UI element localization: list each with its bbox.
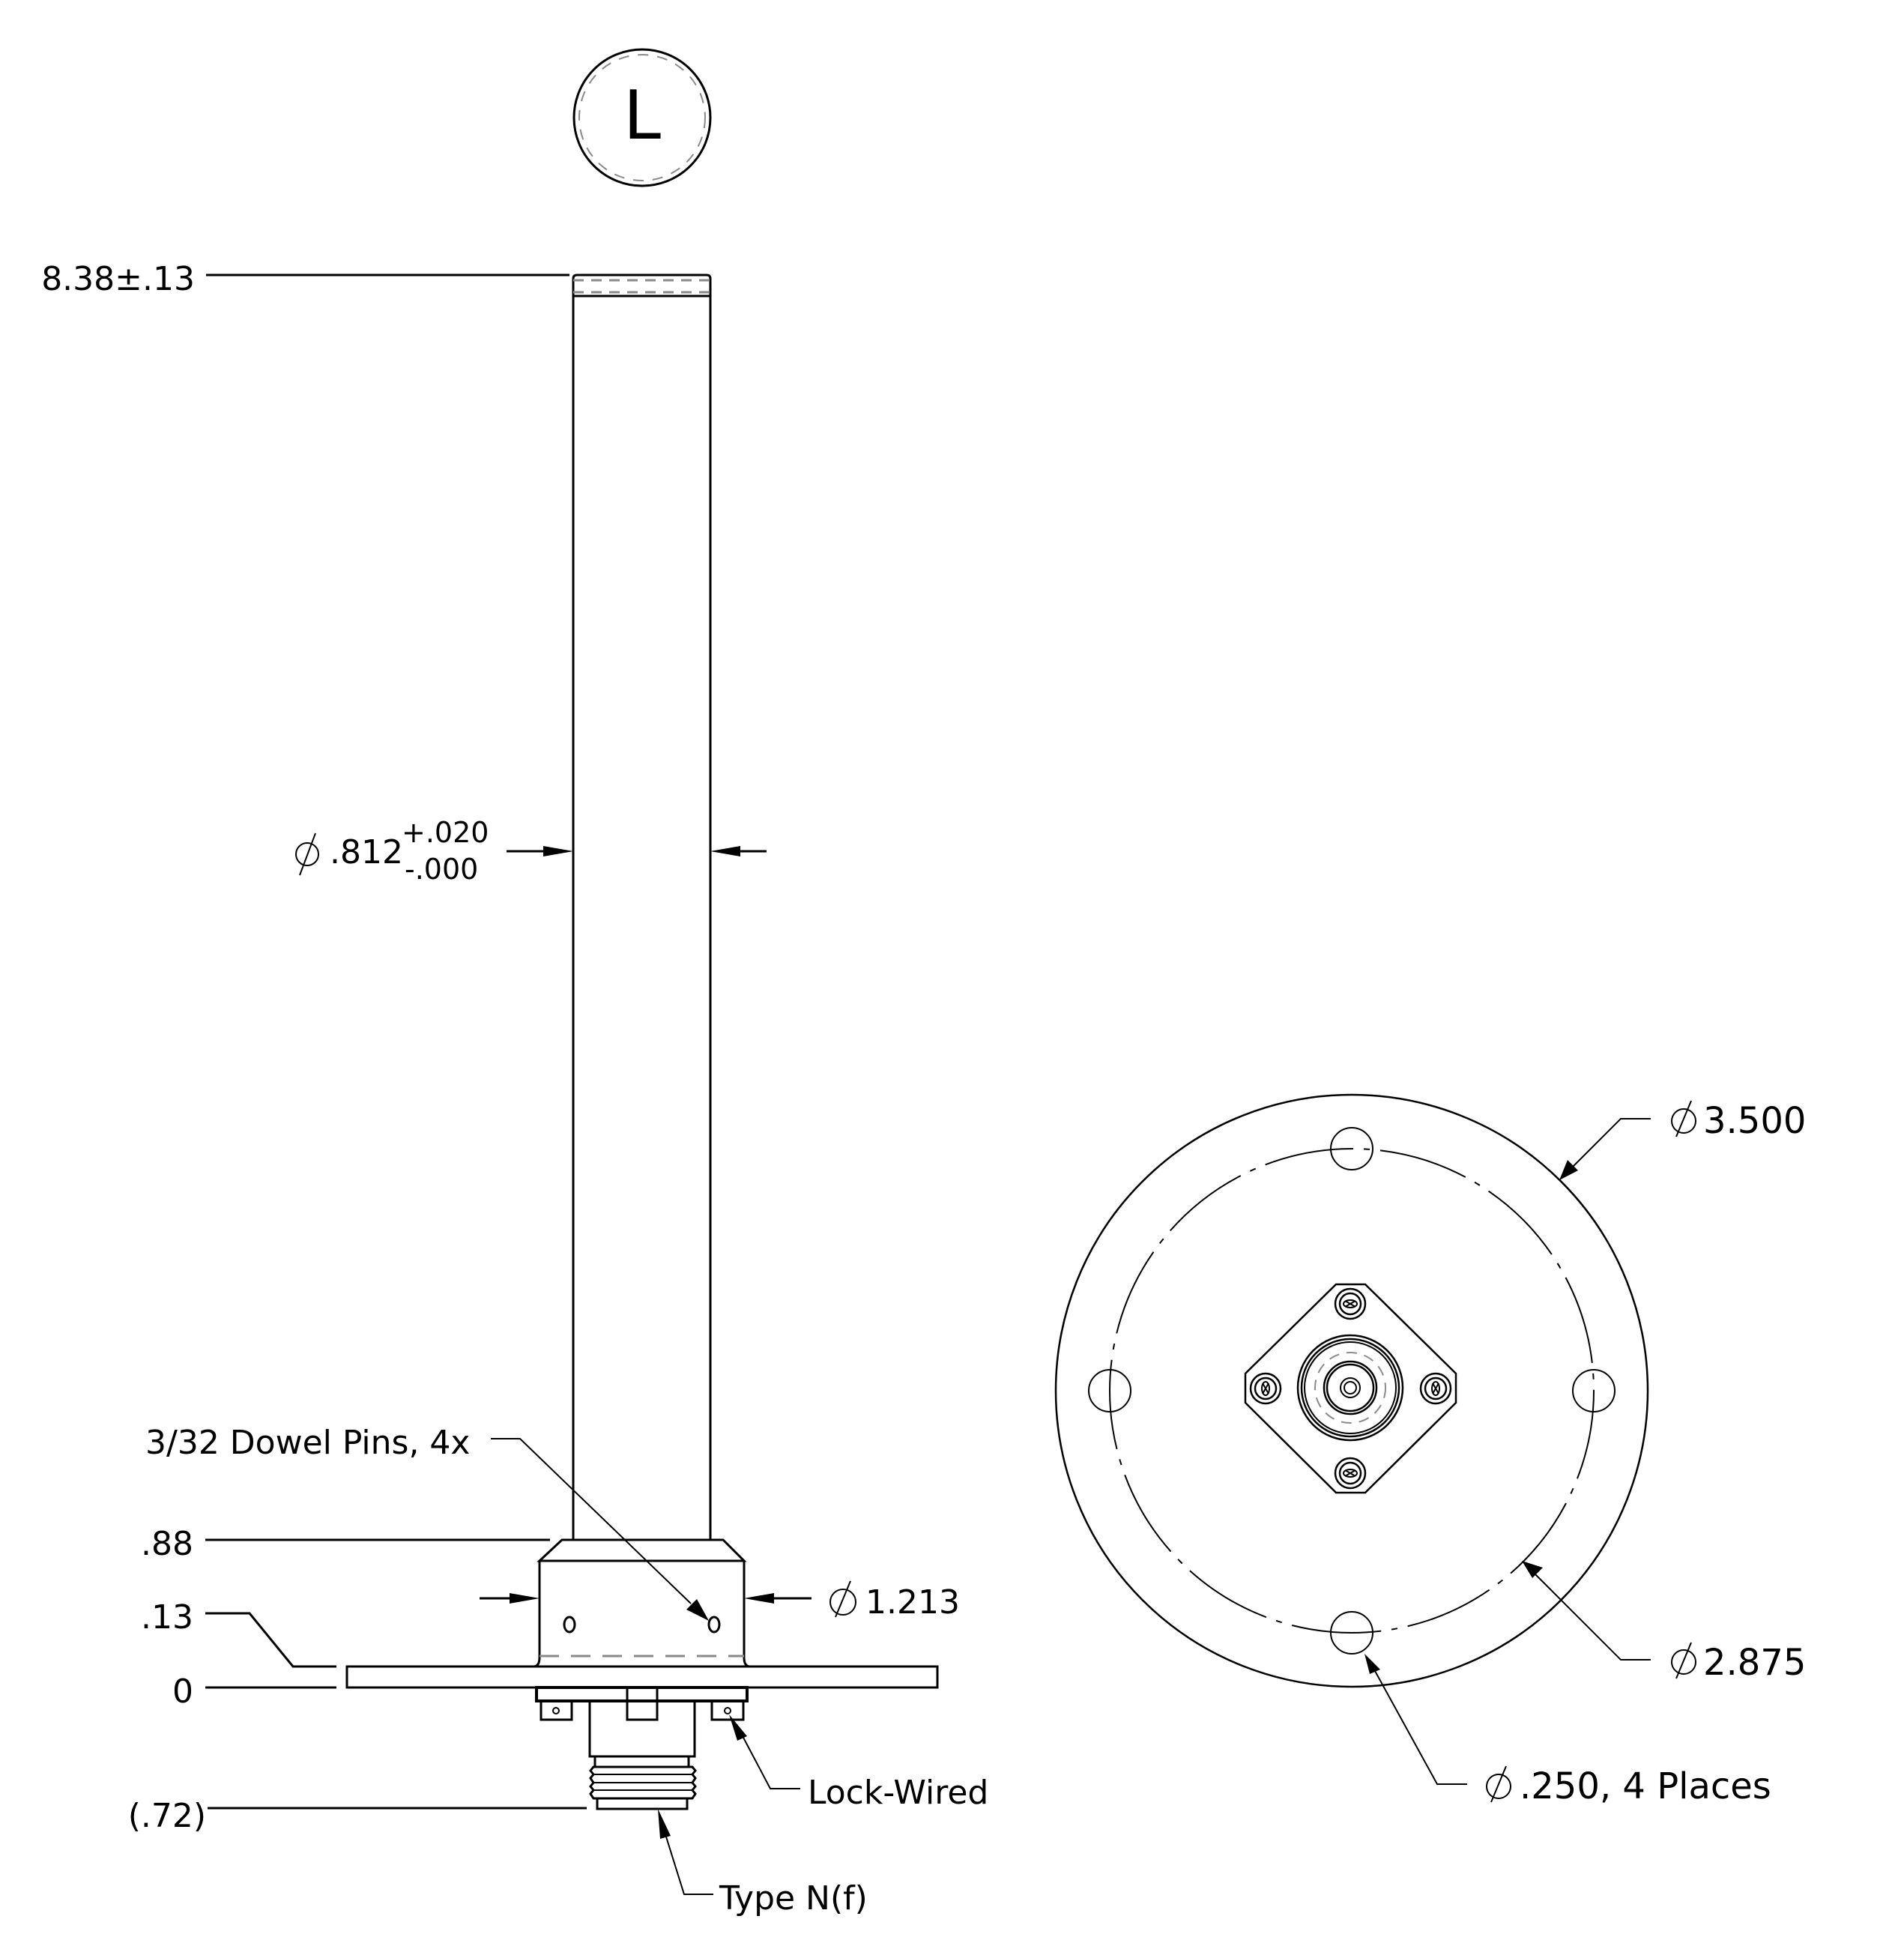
tube-diameter-tol-plus: +.020	[402, 816, 489, 849]
arrowhead-icon	[686, 1599, 709, 1621]
arrowhead-icon	[543, 846, 573, 856]
bolt-circle-centerline	[1109, 1148, 1595, 1634]
dim-top-height: 8.38±.13	[41, 260, 195, 298]
dim-boss-height: .88	[141, 1525, 193, 1563]
ground-plane-flange	[345, 1665, 939, 1689]
arrowhead-icon	[710, 846, 740, 856]
view-label-letter: L	[623, 76, 661, 155]
mounting-boss	[533, 1538, 751, 1668]
bolt-circle-dim: 2.875	[1522, 1561, 1806, 1684]
arrowhead-icon	[658, 1809, 671, 1839]
connector-callout: Type N(f)	[658, 1809, 868, 1918]
diameter-symbol-icon	[829, 1580, 856, 1618]
tube-diameter-value: .812	[330, 833, 403, 871]
dowel-pin-callout: 3/32 Dowel Pins, 4x	[145, 1424, 709, 1621]
diameter-symbol-icon	[295, 833, 319, 876]
screw-icon	[1334, 1287, 1367, 1320]
side-view: 8.38±.13 .88 .13 0 (.72) .812 +.020 -.00…	[41, 260, 988, 1918]
lock-wired-callout: Lock-Wired	[729, 1714, 988, 1812]
tube-diameter-dim: .812 +.020 -.000	[295, 816, 767, 886]
boss-diameter-dim: 1.213	[480, 1580, 960, 1622]
radome-tube	[572, 274, 712, 1540]
diameter-symbol-icon	[1671, 1100, 1696, 1137]
lock-wired-label: Lock-Wired	[808, 1774, 988, 1812]
arrowhead-icon	[744, 1593, 774, 1604]
outer-diameter-dim: 3.500	[1559, 1100, 1806, 1180]
arrowhead-icon	[729, 1714, 747, 1741]
type-n-connector	[535, 1686, 749, 1810]
hole-diameter-value: .250, 4 Places	[1520, 1765, 1771, 1807]
boss-diameter-value: 1.213	[865, 1583, 960, 1622]
flange-outline	[1054, 1093, 1649, 1688]
arrowhead-icon	[510, 1593, 540, 1604]
screw-icon	[1249, 1372, 1282, 1405]
dowel-pin-label: 3/32 Dowel Pins, 4x	[145, 1424, 470, 1462]
outer-diameter-value: 3.500	[1703, 1100, 1806, 1142]
screw-icon	[1419, 1372, 1452, 1405]
hole-diameter-dim: .250, 4 Places	[1364, 1654, 1771, 1807]
connector-flange-diamond	[1244, 1283, 1457, 1494]
bolt-circle-value: 2.875	[1703, 1642, 1806, 1684]
height-dimensions: 8.38±.13 .88 .13 0 (.72)	[41, 260, 587, 1835]
mounting-holes	[1088, 1127, 1616, 1655]
arrowhead-icon	[1559, 1160, 1578, 1180]
dowel-pin-hole	[563, 1616, 576, 1634]
dim-flange-height: .13	[141, 1598, 193, 1637]
tube-diameter-tol-minus: -.000	[405, 853, 478, 886]
diameter-symbol-icon	[1671, 1642, 1696, 1679]
diameter-symbol-icon	[1486, 1765, 1511, 1803]
arrowhead-icon	[1522, 1561, 1543, 1578]
screw-icon	[1334, 1457, 1367, 1490]
dowel-pin-hole	[707, 1616, 721, 1634]
dim-datum: 0	[172, 1672, 193, 1711]
arrowhead-icon	[1364, 1654, 1380, 1674]
dim-connector-depth: (.72)	[128, 1797, 206, 1835]
coax-connector-face	[1296, 1334, 1404, 1442]
bottom-view: 3.500 2.875 .250, 4 Places	[1054, 1093, 1806, 1807]
connector-type-label: Type N(f)	[719, 1879, 868, 1918]
view-label-badge: L	[572, 48, 712, 187]
